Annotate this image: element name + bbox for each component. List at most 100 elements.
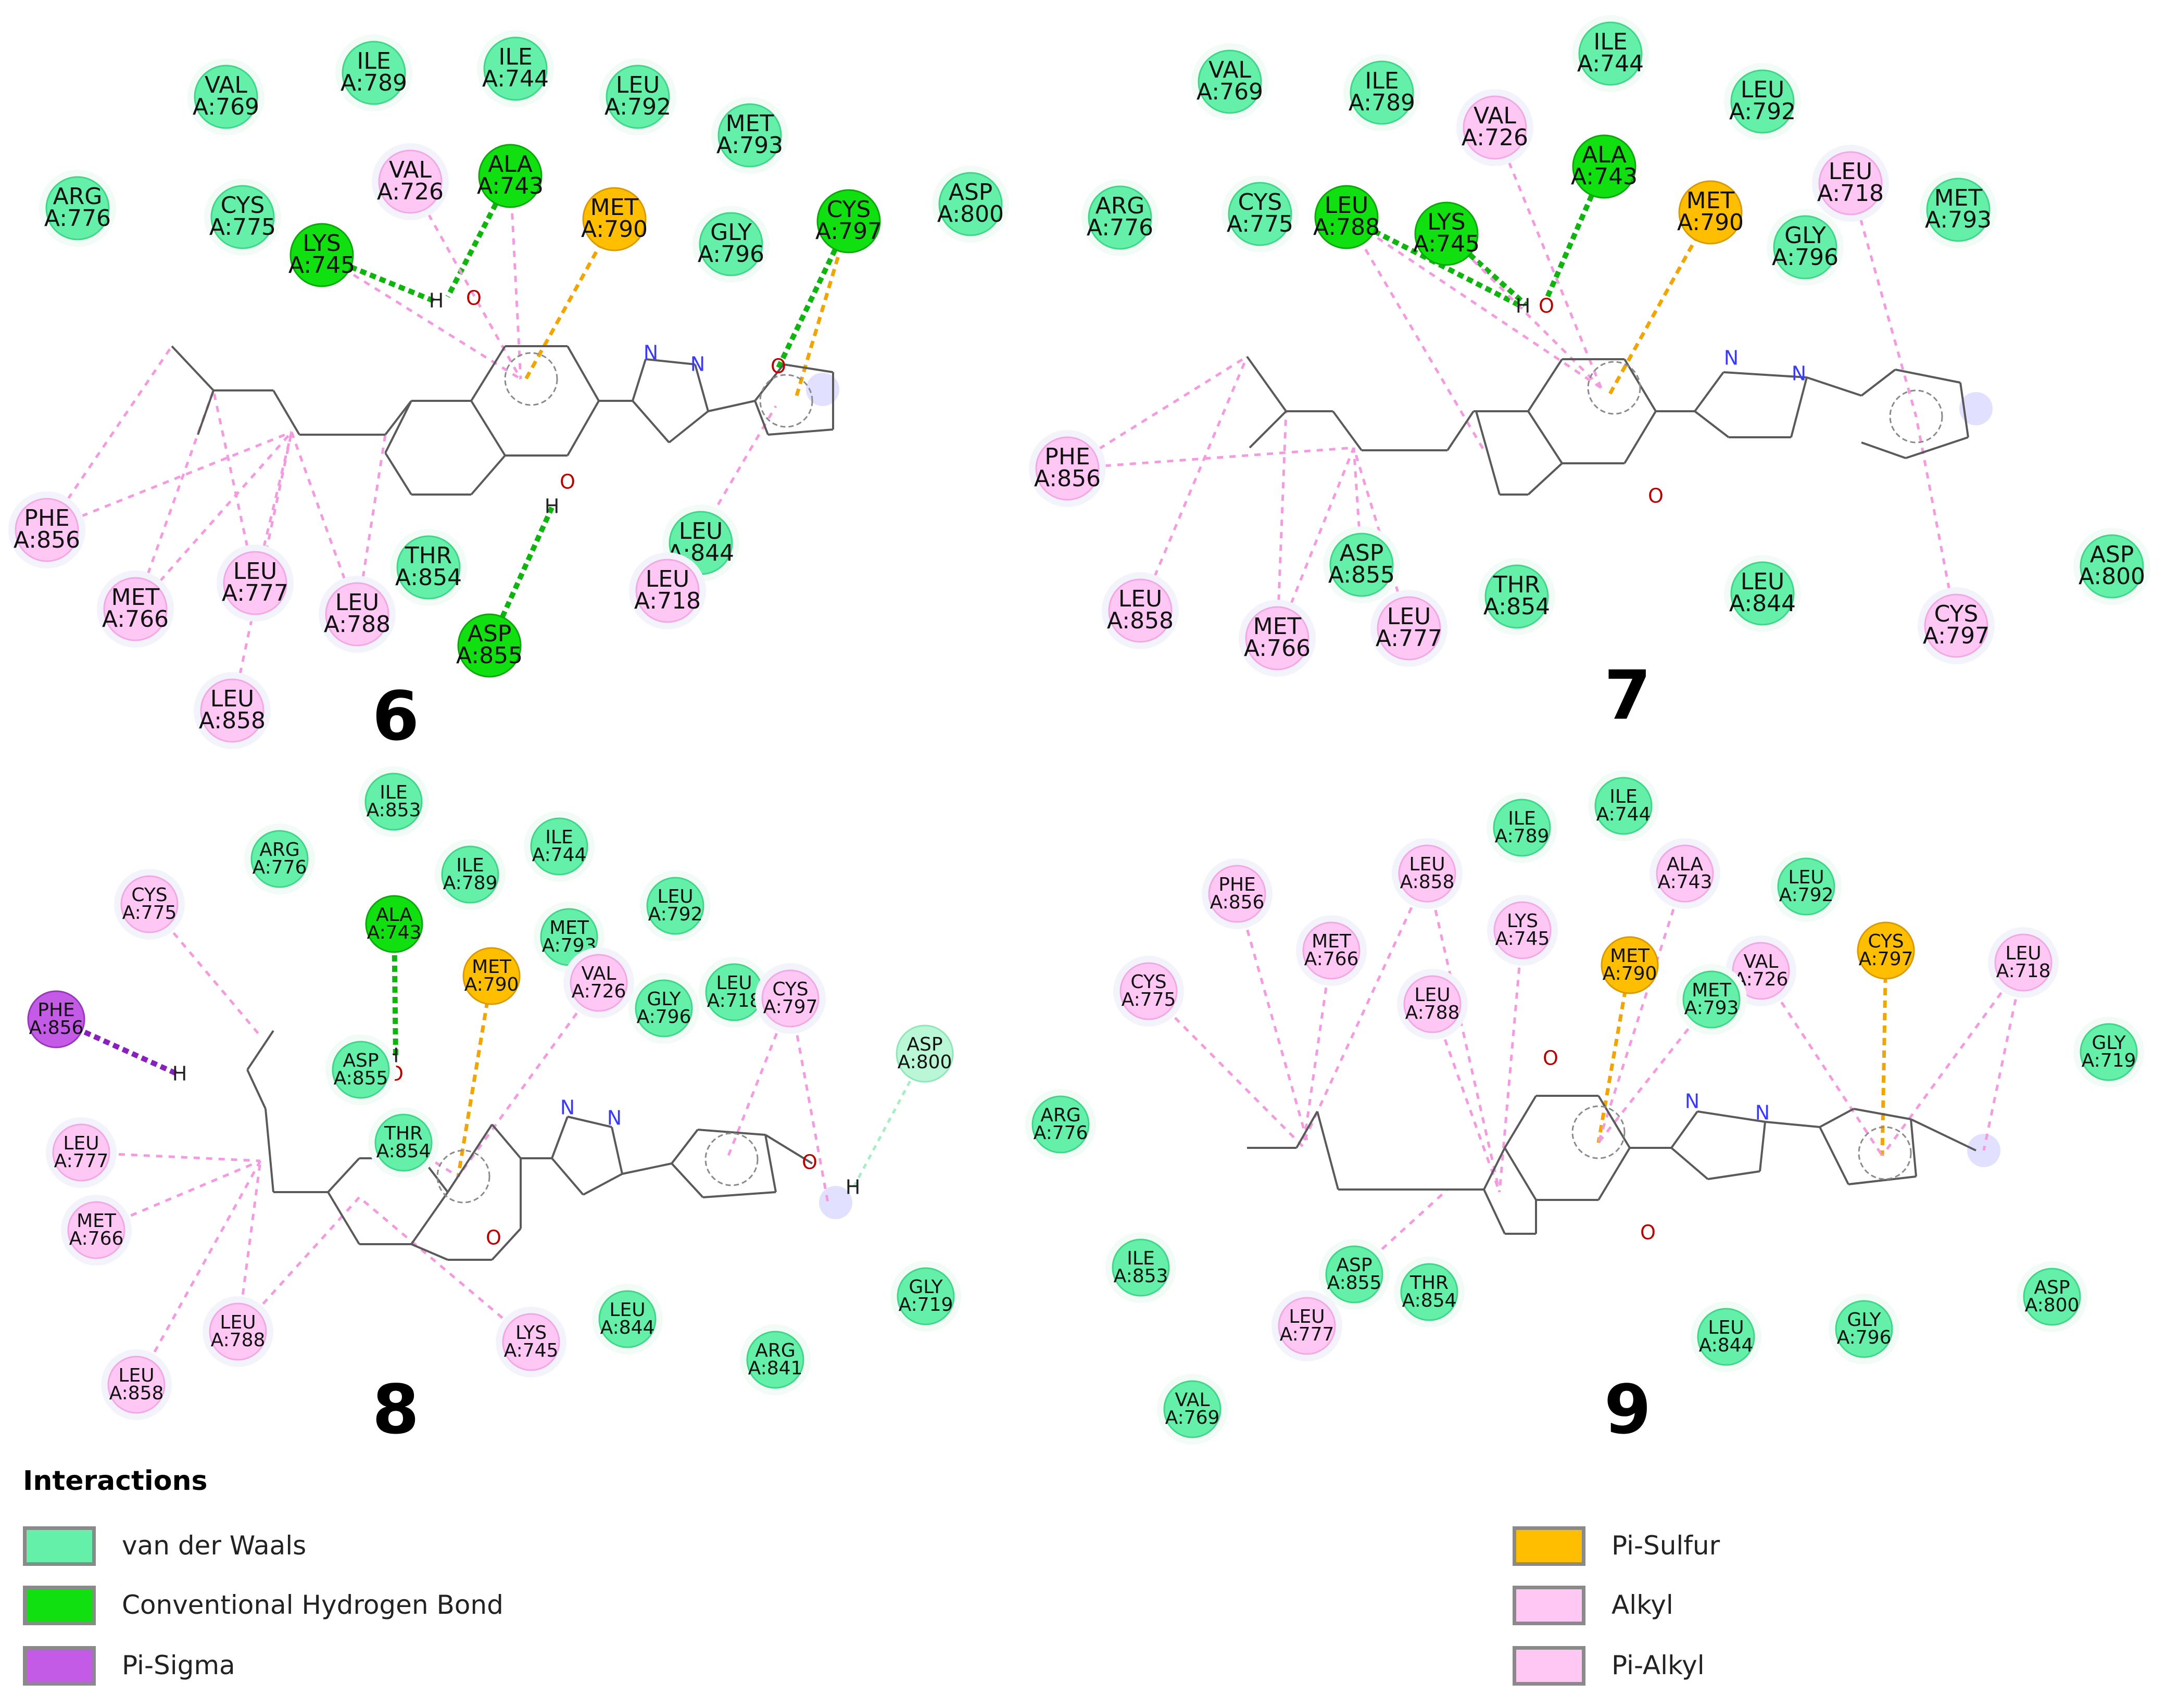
legend-swatch-van-der-waals (23, 1526, 96, 1566)
residue-disc (2080, 1023, 2138, 1081)
residue-number: A:743 (477, 173, 544, 199)
residue-name: MET (1686, 187, 1735, 214)
interaction-line-alk (46, 431, 292, 532)
ligand-bond (1295, 1111, 1318, 1148)
residue-name: MET (111, 584, 160, 611)
residue-disc (582, 187, 647, 251)
atom-label: H (172, 1062, 187, 1085)
ligand-bond (622, 1162, 672, 1175)
residue-disc (1926, 178, 1991, 242)
ligand-bond (1623, 410, 1657, 464)
residue-name: GLY (2092, 1032, 2126, 1054)
interaction-line-alk (1431, 1004, 1501, 1193)
residue-number: A:769 (1197, 79, 1263, 105)
residue-number: A:854 (1483, 593, 1550, 620)
residue-disc (378, 149, 443, 214)
residue-name: THR (1493, 572, 1541, 598)
residue-name: ASP (468, 621, 512, 647)
residue-number: A:797 (815, 218, 882, 245)
residue-name: VAL (1208, 57, 1251, 83)
residue-disc (1350, 60, 1414, 125)
ligand-bond (697, 1129, 766, 1136)
ligand-bond (171, 345, 215, 391)
ligand-bond (767, 428, 834, 436)
ligand-bond (1597, 1147, 1631, 1201)
residue-name: ILE (1508, 808, 1535, 829)
residue-name: LEU (233, 558, 278, 585)
residue-disc (1656, 844, 1714, 903)
aromatic-ring (504, 352, 558, 406)
residue-disc (462, 947, 521, 1005)
ligand-bond (764, 1134, 777, 1193)
residue-name: ILE (1365, 68, 1399, 94)
residue-name: LEU (1409, 854, 1445, 875)
ligand-bond (1332, 410, 1363, 451)
residue-number: A:789 (1495, 826, 1550, 847)
residue-name: ILE (1593, 29, 1627, 55)
residue-disc (1108, 578, 1173, 643)
residue-disc (746, 1331, 804, 1389)
compound-number-label: 8 (372, 1370, 419, 1449)
residue-name: LYS (303, 230, 341, 257)
residue-number: A:793 (1684, 997, 1739, 1019)
legend-title: Interactions (23, 1465, 208, 1497)
legend-label-pi-sulfur: Pi-Sulfur (1612, 1530, 1720, 1561)
residue-number: A:790 (1677, 209, 1744, 236)
residue-number: A:769 (193, 94, 259, 120)
atom-label: N (1685, 1090, 1699, 1113)
residue-disc (365, 895, 423, 953)
residue-disc (1484, 564, 1549, 629)
residue-number: A:792 (1779, 884, 1834, 906)
interaction-lines (1148, 872, 2025, 1275)
residue-name: MET (1692, 980, 1732, 1001)
ligand-bond (764, 1134, 813, 1165)
residue-number: A:844 (600, 1317, 655, 1338)
residue-disc (1601, 936, 1659, 994)
residue-name: ARG (755, 1340, 796, 1361)
residue-number: A:841 (748, 1358, 803, 1379)
interaction-line-alk (1881, 961, 2025, 1157)
residue-disc (1493, 799, 1551, 857)
residue-disc (570, 954, 628, 1012)
legend-label-pi-sigma: Pi-Sigma (122, 1650, 235, 1680)
interaction-line-pis (1880, 950, 1888, 1156)
residue-number: A:769 (1165, 1407, 1220, 1428)
interaction-line-alk (134, 431, 293, 610)
residue-number: A:800 (898, 1052, 952, 1073)
residue-disc (1777, 857, 1835, 916)
ligand-bond (1694, 371, 1724, 412)
residue-name: MET (1610, 945, 1650, 967)
ligand-bond (671, 1129, 699, 1165)
residue-disc (1697, 1308, 1755, 1366)
residue-number: A:745 (288, 252, 355, 279)
residue-name: ILE (456, 855, 484, 876)
residue-name: MET (472, 956, 512, 978)
atom-label: O (1543, 1047, 1558, 1070)
residue-number: A:744 (1577, 50, 1644, 77)
residue-name: ASP (907, 1034, 942, 1055)
residue-disc (1924, 593, 1988, 658)
residue-number: A:792 (1729, 98, 1796, 125)
residue-disc (1325, 1245, 1383, 1304)
